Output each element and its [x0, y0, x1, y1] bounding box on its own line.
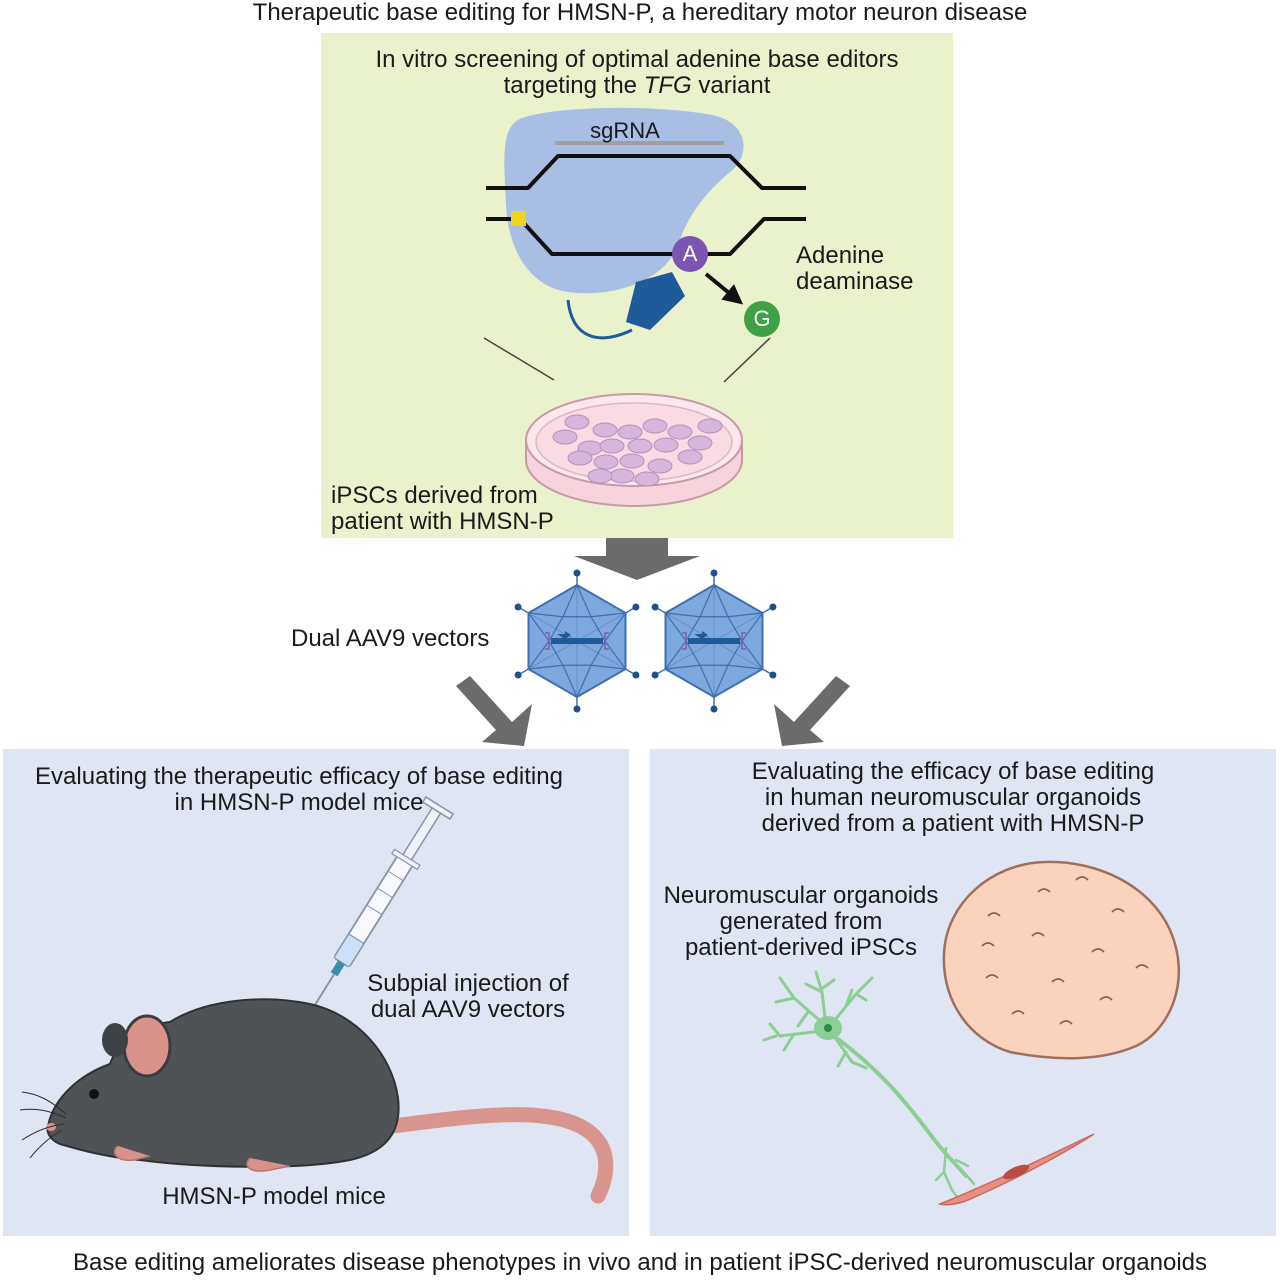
organoid-title-line1: Evaluating the efficacy of base editing [751, 758, 1155, 785]
screening-title-line1: In vitro screening of optimal adenine ba… [375, 46, 899, 73]
mouse-tail [370, 1107, 614, 1204]
organoid-title-line3: derived from a patient with HMSN-P [761, 810, 1145, 837]
organoid-cells [981, 876, 1149, 1025]
mouse-ear [122, 1014, 172, 1078]
mouse-title-line2: in HMSN-P model mice [174, 789, 424, 816]
injection-label-line1: Subpial injection of [367, 970, 569, 997]
mouse-panel-title: Evaluating the therapeutic efficacy of b… [3, 764, 595, 816]
mouse-whiskers [19, 1091, 67, 1159]
muscle-nucleus [1003, 1164, 1029, 1180]
ipsc-label-line1: iPSCs derived from [331, 482, 538, 509]
dna-top-strand [486, 154, 806, 190]
organoid-label-line2: generated from [719, 908, 883, 935]
sgrna-label: sgRNA [590, 118, 660, 143]
organoid-panel-title: Evaluating the efficacy of base editing … [650, 759, 1256, 837]
screening-title-suffix: variant [691, 72, 771, 99]
figure-caption: Base editing ameliorates disease phenoty… [73, 1249, 1207, 1276]
aav9-vector-icon-2 [651, 569, 777, 713]
adenine-label: A [682, 241, 698, 266]
mouse-hind-paw [246, 1157, 291, 1172]
tfg-gene-name: TFG [643, 72, 692, 99]
right-branch-arrow [774, 676, 850, 746]
deaminase-linker [566, 299, 633, 340]
guanine-base-icon [744, 301, 780, 337]
syringe-icon [297, 796, 455, 1033]
ipsc-colonies [552, 414, 723, 487]
left-branch-arrow [456, 676, 532, 746]
neuron-nucleus [824, 1024, 832, 1032]
petri-dish-icon [525, 393, 743, 507]
mouse-illustration [19, 998, 614, 1204]
mouse-ear-back [102, 1023, 128, 1057]
pam-marker [511, 211, 526, 226]
mouse-eye [89, 1089, 99, 1099]
screening-title-line2: targeting the TFG variant [321, 73, 953, 99]
aav9-vector-icon-1 [514, 569, 640, 713]
adenine-base-icon [672, 236, 708, 272]
motor-neuron-illustration [762, 970, 976, 1200]
mouse-title-line1: Evaluating the therapeutic efficacy of b… [35, 763, 563, 790]
organoid-label: Neuromuscular organoids generated from p… [646, 883, 956, 961]
organoid-body [942, 860, 1180, 1060]
zoom-line-right [723, 337, 771, 383]
guanine-label: G [753, 306, 771, 331]
down-arrow [574, 538, 700, 580]
base-editor-complex [486, 107, 806, 340]
organoid-label-line1: Neuromuscular organoids [663, 882, 939, 909]
screening-title-text: targeting the [503, 72, 644, 99]
deaminase-label-line1: Adenine [796, 242, 885, 269]
adenine-deaminase-label: Adenine deaminase [796, 243, 913, 295]
dual-aav9-label: Dual AAV9 vectors [291, 625, 490, 652]
zoom-line-left [483, 337, 555, 381]
figure-title: Therapeutic base editing for HMSN-P, a h… [252, 0, 1028, 26]
organoid-label-line3: patient-derived iPSCs [684, 934, 918, 961]
muscle-fiber-illustration [937, 1133, 1095, 1206]
organoid-title-line2: in human neuromuscular organoids [764, 784, 1142, 811]
conversion-arrow [704, 272, 744, 305]
mouse-front-paw [113, 1145, 151, 1161]
injection-label-line2: dual AAV9 vectors [370, 996, 566, 1023]
ipsc-label: iPSCs derived from patient with HMSN-P [331, 483, 554, 535]
organoid-illustration [942, 860, 1180, 1060]
adenine-deaminase-icon [626, 272, 685, 330]
injection-label: Subpial injection of dual AAV9 vectors [350, 971, 586, 1023]
mouse-label: HMSN-P model mice [162, 1183, 386, 1210]
deaminase-label-line2: deaminase [796, 268, 914, 295]
ipsc-label-line2: patient with HMSN-P [331, 508, 554, 535]
screening-panel-title: In vitro screening of optimal adenine ba… [321, 47, 953, 99]
